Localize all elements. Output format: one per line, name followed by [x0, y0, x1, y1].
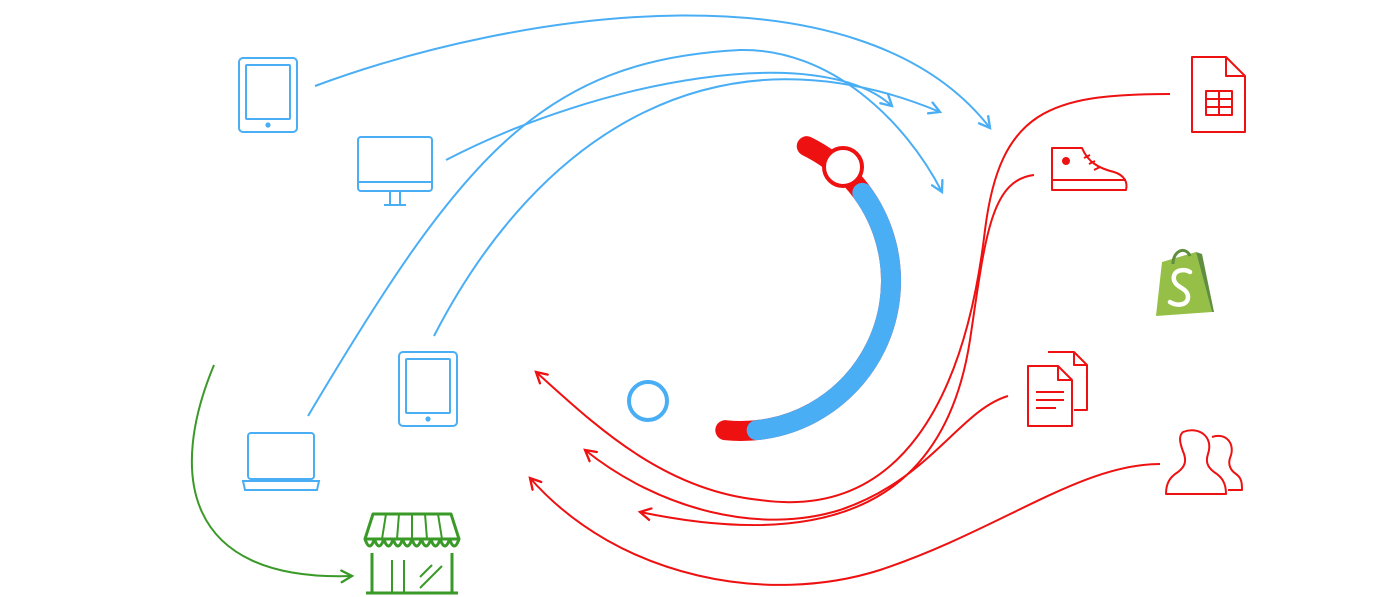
cycle-blue-node: [627, 380, 669, 422]
users-icon: [1165, 429, 1243, 495]
sneaker-icon: [1051, 147, 1128, 191]
arrow-sneaker: [640, 174, 1035, 527]
arrow-spreadsheet: [536, 93, 1171, 504]
laptop-icon: [241, 432, 321, 491]
arrow-to-store: [190, 364, 352, 576]
cycle-blue-arc: [581, 121, 901, 441]
spreadsheet-icon: [1191, 56, 1246, 133]
source-arrows: [530, 93, 1171, 586]
tablet-icon: [398, 351, 458, 427]
arrow-users: [530, 463, 1161, 586]
arrow-tablet-top: [314, 14, 990, 128]
cycle-red-node: [822, 146, 864, 188]
device-arrows: [307, 14, 990, 417]
monitor-icon: [357, 136, 433, 206]
sync-cycle: [581, 121, 901, 441]
arrow-documents: [585, 395, 1009, 521]
arrow-laptop: [307, 48, 942, 417]
arrow-desktop: [445, 71, 892, 161]
storefront-icon: [363, 512, 461, 595]
shopify-bag-icon: [1156, 248, 1214, 316]
documents-icon: [1027, 351, 1088, 427]
tablet-icon: [238, 57, 298, 133]
